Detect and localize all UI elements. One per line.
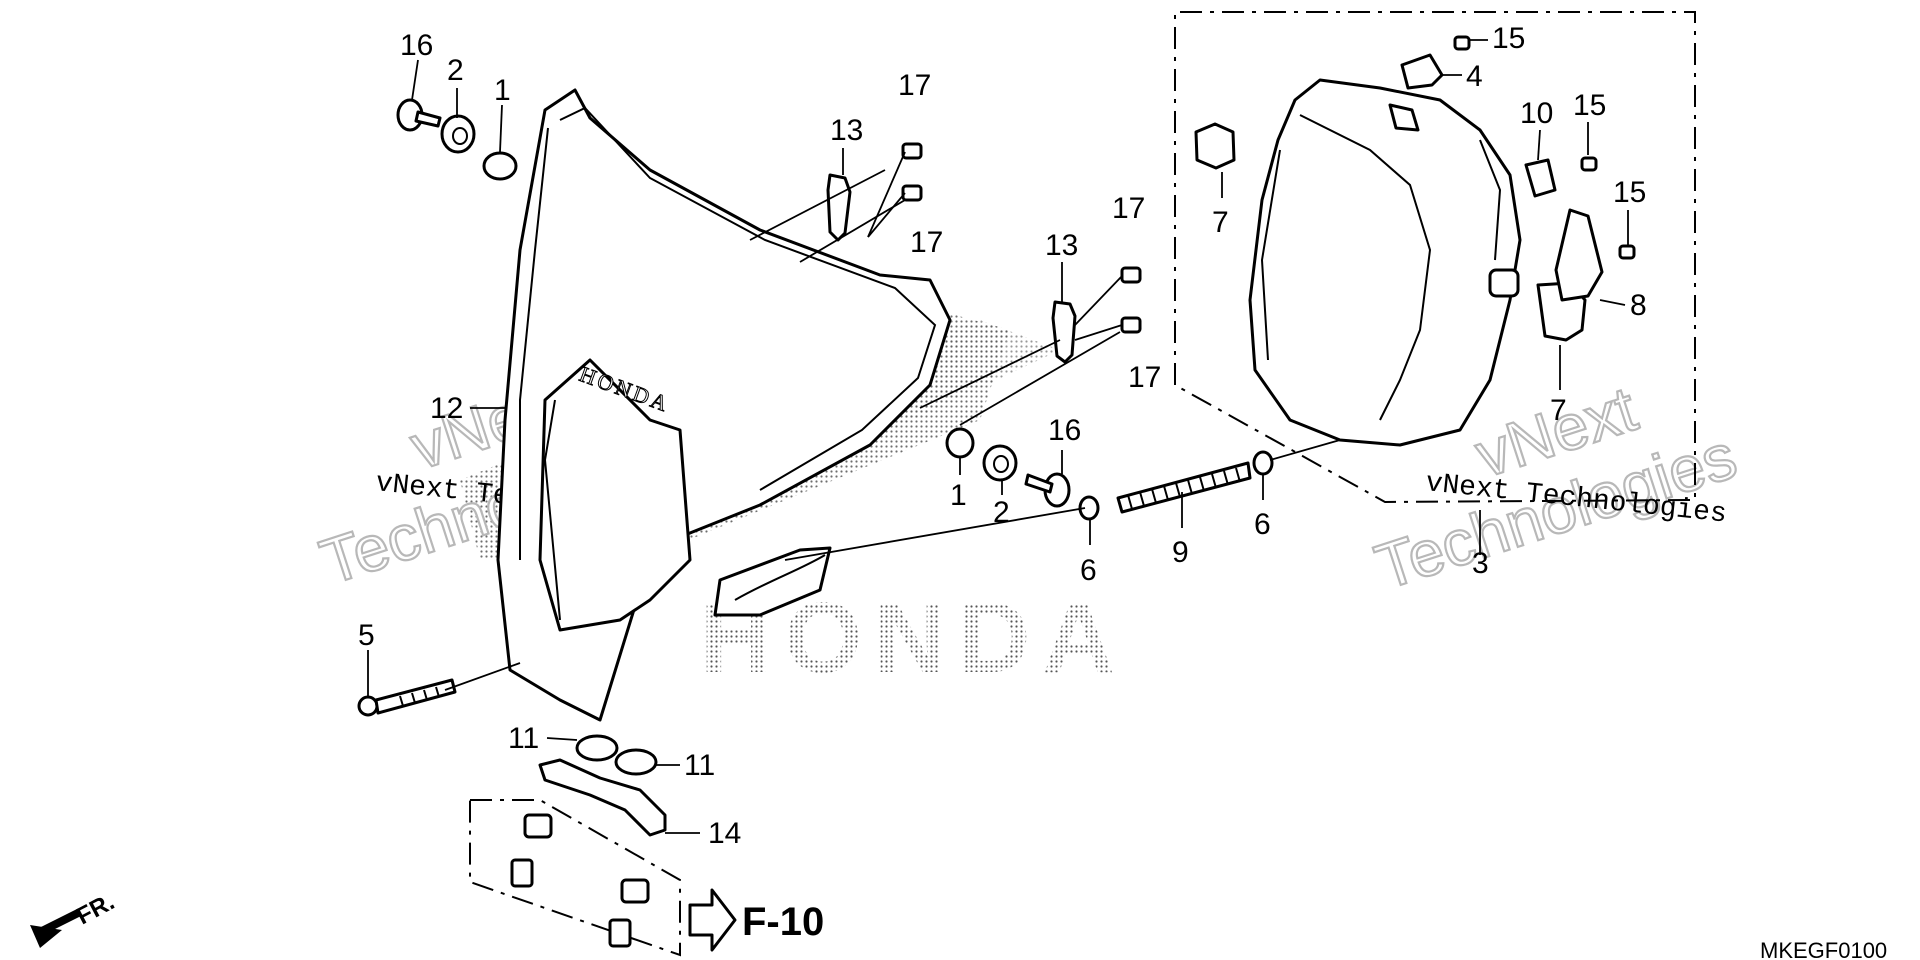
reference-arrow: F-10 bbox=[688, 888, 824, 952]
callout-17-b: 17 bbox=[910, 226, 943, 259]
callout-9: 9 bbox=[1172, 536, 1189, 569]
headlight-assembly-box bbox=[1174, 11, 1696, 504]
front-label: FR. bbox=[72, 888, 119, 930]
headlight-unit bbox=[1248, 78, 1522, 447]
callout-15-c: 15 bbox=[1613, 176, 1646, 209]
callout-6-left: 6 bbox=[1080, 554, 1097, 587]
fastener-group-box bbox=[469, 799, 681, 957]
callout-8: 8 bbox=[1630, 289, 1647, 322]
callout-14: 14 bbox=[708, 817, 741, 850]
callout-2-mid: 2 bbox=[993, 496, 1010, 529]
callouts: 16 2 1 13 17 17 13 17 17 12 1 2 16 6 9 6… bbox=[358, 22, 1647, 850]
adjuster-spring bbox=[1116, 461, 1252, 514]
callout-17-a: 17 bbox=[898, 69, 931, 102]
front-arrow-icon bbox=[30, 925, 62, 948]
callout-15-a: 15 bbox=[1492, 22, 1525, 55]
callout-11-left: 11 bbox=[508, 722, 539, 755]
callout-13-mid: 13 bbox=[1045, 229, 1078, 262]
callout-6-right: 6 bbox=[1254, 508, 1271, 541]
callout-15-b: 15 bbox=[1573, 89, 1606, 122]
diagram-code: MKEGF0100 bbox=[1760, 938, 1887, 960]
callout-5: 5 bbox=[358, 619, 375, 652]
small-parts bbox=[396, 35, 1636, 948]
callout-11-right: 11 bbox=[684, 749, 715, 782]
long-bolt bbox=[357, 678, 457, 717]
callout-3: 3 bbox=[1472, 547, 1489, 580]
reference-label: F-10 bbox=[742, 900, 824, 944]
callout-12: 12 bbox=[430, 392, 463, 425]
callout-16-mid: 16 bbox=[1048, 414, 1081, 447]
headlight-cowl: HONDA bbox=[496, 88, 952, 722]
callout-2-top: 2 bbox=[447, 54, 464, 87]
callout-10: 10 bbox=[1520, 97, 1553, 130]
callout-16-top: 16 bbox=[400, 29, 433, 62]
front-indicator: FR. bbox=[30, 888, 119, 948]
reference-arrow-icon bbox=[688, 888, 737, 952]
callout-17-c: 17 bbox=[1112, 192, 1145, 225]
callout-17-d: 17 bbox=[1128, 361, 1161, 394]
callout-1-top: 1 bbox=[494, 74, 511, 107]
callout-1-mid: 1 bbox=[950, 479, 967, 512]
callout-13-top: 13 bbox=[830, 114, 863, 147]
leader-lines bbox=[367, 39, 1629, 834]
callout-7-left: 7 bbox=[1212, 206, 1229, 239]
callout-4: 4 bbox=[1466, 60, 1483, 93]
callout-7-right: 7 bbox=[1550, 394, 1567, 427]
